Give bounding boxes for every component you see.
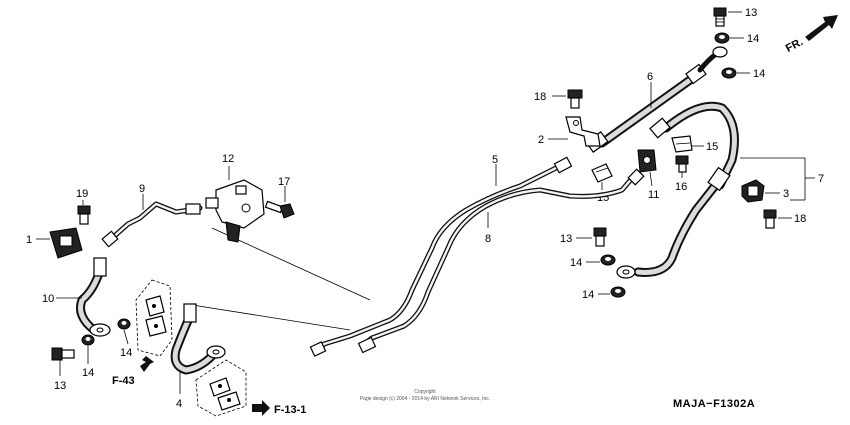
front-label: FR. (784, 36, 805, 55)
brake-hose-4[interactable] (170, 303, 226, 375)
callout-19: 19 (76, 188, 88, 200)
callout-14: 14 (747, 33, 759, 45)
washer-14-middle-a[interactable] (600, 254, 616, 266)
copyright-line-1: Copyright (414, 389, 436, 395)
bolt-13-top[interactable] (713, 7, 727, 27)
callout-7: 7 (818, 173, 824, 185)
washer-14-left-a[interactable] (117, 318, 131, 330)
reference-arrow-icon[interactable] (140, 356, 154, 372)
inset-f13-1 (195, 359, 247, 417)
reference-f43[interactable]: F-43 (112, 375, 135, 387)
brake-pipe-8[interactable] (357, 168, 645, 354)
callout-13: 13 (560, 233, 572, 245)
diagram-code: MAJA−F1302A (673, 398, 755, 410)
callout-15: 15 (706, 141, 718, 153)
bolt-16[interactable] (675, 155, 689, 173)
bolt-18-upper[interactable] (567, 89, 583, 109)
callout-17: 17 (278, 176, 290, 188)
clip-15-middle[interactable] (591, 163, 613, 183)
callout-5: 5 (492, 154, 498, 166)
brake-hose-10[interactable] (76, 257, 111, 337)
callout-3: 3 (783, 188, 789, 200)
washer-14-upper-right[interactable] (721, 67, 737, 79)
callout-8: 8 (485, 233, 491, 245)
screw-19[interactable] (77, 205, 91, 225)
joint-11[interactable] (637, 149, 657, 173)
washer-14-left-b[interactable] (81, 334, 95, 346)
callout-14: 14 (120, 347, 132, 359)
brake-pipe-9[interactable] (101, 201, 203, 248)
guide-line (185, 303, 351, 331)
proportioning-valve-12[interactable] (205, 179, 265, 243)
bracket-2[interactable] (565, 116, 601, 147)
callout-13: 13 (745, 7, 757, 19)
bolt-13-left[interactable] (51, 347, 75, 361)
callout-14: 14 (570, 257, 582, 269)
callout-14: 14 (753, 68, 765, 80)
clamp-3[interactable] (741, 179, 765, 203)
callout-16: 16 (675, 181, 687, 193)
callout-13: 13 (54, 380, 66, 392)
clip-15-right[interactable] (671, 135, 693, 153)
bolt-18-right[interactable] (763, 209, 777, 229)
brake-pipe-5[interactable] (309, 156, 573, 357)
callout-2: 2 (538, 134, 544, 146)
reference-f13-1[interactable]: F-13-1 (274, 404, 306, 416)
copyright-line-2: Page design (c) 2004 - 2014 by ARI Netwo… (360, 396, 490, 402)
reference-arrow-icon[interactable] (252, 400, 270, 416)
brake-hose-7[interactable] (616, 101, 739, 279)
callout-14: 14 (82, 367, 94, 379)
callout-10: 10 (42, 293, 54, 305)
callout-6: 6 (647, 71, 653, 83)
callout-4: 4 (176, 398, 182, 410)
callout-1: 1 (26, 234, 32, 246)
callout-18: 18 (534, 91, 546, 103)
callout-14: 14 (582, 289, 594, 301)
joint-1[interactable] (49, 227, 83, 259)
bolt-13-middle[interactable] (593, 227, 607, 247)
front-direction-arrow-icon (805, 15, 838, 41)
bolt-17[interactable] (264, 200, 295, 219)
brake-hose-6[interactable] (585, 46, 728, 153)
inset-f43 (135, 279, 173, 357)
callout-12: 12 (222, 153, 234, 165)
callout-18: 18 (794, 213, 806, 225)
washer-14-top[interactable] (714, 32, 730, 44)
callout-11: 11 (648, 189, 659, 201)
callout-9: 9 (139, 183, 145, 195)
washer-14-middle-b[interactable] (610, 286, 626, 298)
